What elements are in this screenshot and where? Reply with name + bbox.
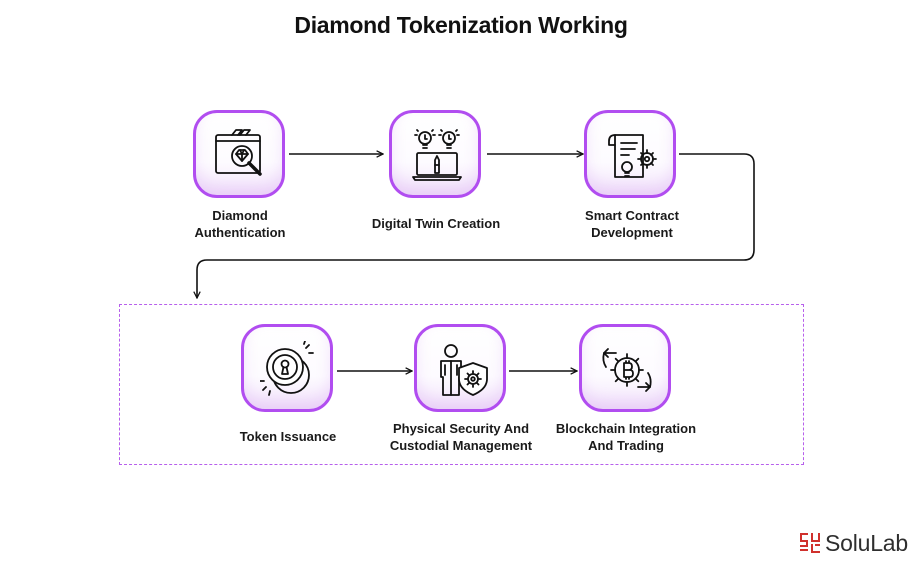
solulab-logo-icon: [799, 533, 820, 553]
security-shield-icon: [440, 344, 488, 396]
logo-text: SoluLab: [824, 529, 908, 556]
step-digital-twin-node: [389, 110, 481, 198]
step-blockchain-integration-node: [579, 324, 671, 412]
step-token-issuance-node: [241, 324, 333, 412]
step-diamond-authentication-node: [193, 110, 285, 198]
bitcoin-cycle-icon: [602, 348, 652, 392]
diamond-inspection-icon: [215, 129, 262, 176]
post-issuance-group-box: [119, 304, 804, 465]
arrow-3-to-4: [197, 153, 755, 298]
diagram-title: Diamond Tokenization Working: [294, 12, 628, 38]
digital-twin-icon: [412, 129, 462, 181]
step-physical-security-node: [414, 324, 506, 412]
step-smart-contract-node: [584, 110, 676, 198]
step-digital-twin-label: Digital Twin Creation: [371, 216, 501, 231]
smart-contract-icon: [608, 134, 657, 178]
step-token-issuance-label: Token Issuance: [239, 429, 337, 444]
token-coins-icon: [260, 341, 314, 396]
solulab-logo: SoluLab: [799, 529, 908, 556]
